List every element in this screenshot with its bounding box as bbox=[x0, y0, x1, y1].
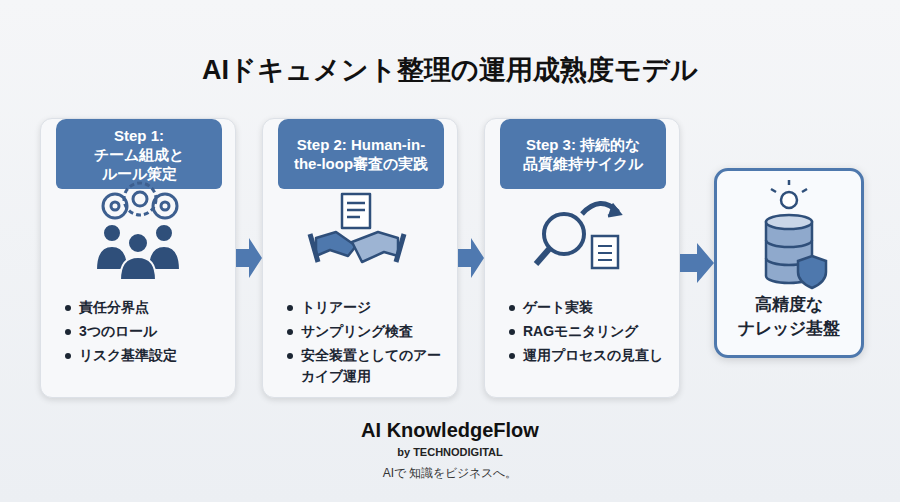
bullet-dot bbox=[65, 305, 71, 311]
knowledge-base-icon-part bbox=[766, 215, 812, 229]
bullet-dot bbox=[65, 353, 71, 359]
monitor-icon-part bbox=[598, 259, 612, 261]
handshake-icon bbox=[310, 194, 404, 262]
team-icon-part bbox=[111, 202, 119, 210]
bullet-dot bbox=[287, 305, 293, 311]
goal-text: 高精度な ナレッジ基盤 bbox=[717, 293, 861, 341]
step-header: Step 3: 持続的な 品質維持サイクル bbox=[500, 119, 666, 189]
monitor-icon bbox=[536, 203, 620, 268]
bullet-text: 運用プロセスの見直し bbox=[507, 345, 667, 366]
people-icon-part bbox=[155, 224, 173, 242]
bullet-text: リスク基準設定 bbox=[63, 345, 223, 366]
bullet-dot bbox=[65, 329, 71, 335]
step-header: Step 1: チーム組成と ルール策定 bbox=[56, 119, 222, 189]
step-header: Step 2: Human-in-the-loop審査の実践 bbox=[278, 119, 444, 189]
bullet-dot bbox=[509, 353, 515, 359]
team-icon-part bbox=[133, 192, 147, 206]
bullet-list: ゲート実装 RAGモニタリング運用プロセスの見直し bbox=[507, 297, 667, 369]
brand-tagline: AIで 知識をビジネスへ。 bbox=[0, 465, 900, 482]
people-icon-part bbox=[103, 224, 121, 242]
step-card: 責任分界点 3つのロールリスク基準設定 Step 1: チーム組成と ルール策定 bbox=[40, 118, 236, 398]
step-title: Step 1: チーム組成と ルール策定 bbox=[68, 126, 210, 183]
monitor-icon-part bbox=[592, 236, 618, 268]
knowledge-base-icon-part bbox=[798, 256, 826, 288]
bullet-text: 責任分界点 bbox=[63, 297, 223, 318]
diagram-title: AIドキュメント整理の運用成熟度モデル bbox=[0, 52, 900, 88]
bullet-text: 安全装置としてのアーカイブ運用 bbox=[285, 345, 445, 387]
handshake-icon-part bbox=[347, 216, 360, 219]
bullet-text: 3つのロール bbox=[63, 321, 223, 342]
people-icon-part bbox=[148, 246, 180, 270]
handshake-icon-part bbox=[352, 232, 398, 262]
team-icon-part bbox=[103, 194, 127, 218]
step-title: Step 3: 持続的な 品質維持サイクル bbox=[512, 135, 654, 173]
step-card: トリアージサンプリング検査安全装置としてのアーカイブ運用 Step 2: Huma… bbox=[262, 118, 458, 398]
team-icon-part bbox=[161, 202, 169, 210]
monitor-icon-part bbox=[582, 203, 618, 214]
team-icon bbox=[103, 183, 177, 218]
brand-name: AI KnowledgeFlow bbox=[0, 419, 900, 442]
knowledge-base-icon bbox=[766, 180, 826, 288]
handshake-icon-part bbox=[310, 234, 404, 262]
handshake-icon-part bbox=[347, 202, 365, 205]
step-title: Step 2: Human-in-the-loop審査の実践 bbox=[290, 135, 432, 173]
handshake-icon-part bbox=[342, 194, 370, 228]
monitor-icon-part bbox=[598, 252, 612, 254]
people-icon-part bbox=[96, 246, 128, 270]
knowledge-base-icon-part bbox=[766, 240, 812, 265]
people-icon-part bbox=[120, 257, 156, 280]
bullet-text: トリアージ bbox=[285, 297, 445, 318]
monitor-icon-part bbox=[608, 204, 620, 216]
bullet-dot bbox=[287, 329, 293, 335]
team-icon-part bbox=[124, 183, 156, 215]
knowledge-base-icon-part bbox=[788, 180, 791, 185]
brand-company: by TECHNODIGITAL bbox=[0, 446, 900, 458]
knowledge-base-icon-part bbox=[781, 192, 797, 208]
handshake-icon-part bbox=[316, 232, 356, 256]
bullet-text: サンプリング検査 bbox=[285, 321, 445, 342]
flow-arrow bbox=[236, 238, 262, 278]
team-icon-part bbox=[153, 194, 177, 218]
bullet-list: トリアージサンプリング検査安全装置としてのアーカイブ運用 bbox=[285, 297, 445, 390]
people-icon bbox=[96, 224, 180, 280]
handshake-icon-part bbox=[347, 209, 365, 212]
flow-arrow bbox=[680, 243, 714, 283]
monitor-icon-part bbox=[598, 245, 612, 247]
people-icon-part bbox=[128, 233, 148, 253]
bullet-list: 責任分界点 3つのロールリスク基準設定 bbox=[63, 297, 223, 369]
bullet-dot bbox=[287, 353, 293, 359]
bullet-text: ゲート実装 bbox=[507, 297, 667, 318]
flow-arrow bbox=[458, 238, 484, 278]
bullet-text: RAGモニタリング bbox=[507, 321, 667, 342]
bullet-dot bbox=[509, 329, 515, 335]
knowledge-base-icon-part bbox=[766, 222, 812, 283]
knowledge-base-icon-part bbox=[771, 189, 776, 192]
knowledge-base-icon-part bbox=[802, 189, 807, 192]
step-card: ゲート実装 RAGモニタリング運用プロセスの見直し Step 3: 持続的な 品質維… bbox=[484, 118, 680, 398]
goal-box: 高精度な ナレッジ基盤 bbox=[714, 168, 864, 358]
monitor-icon-part bbox=[544, 214, 584, 254]
monitor-icon-part bbox=[536, 248, 550, 264]
bullet-dot bbox=[509, 305, 515, 311]
